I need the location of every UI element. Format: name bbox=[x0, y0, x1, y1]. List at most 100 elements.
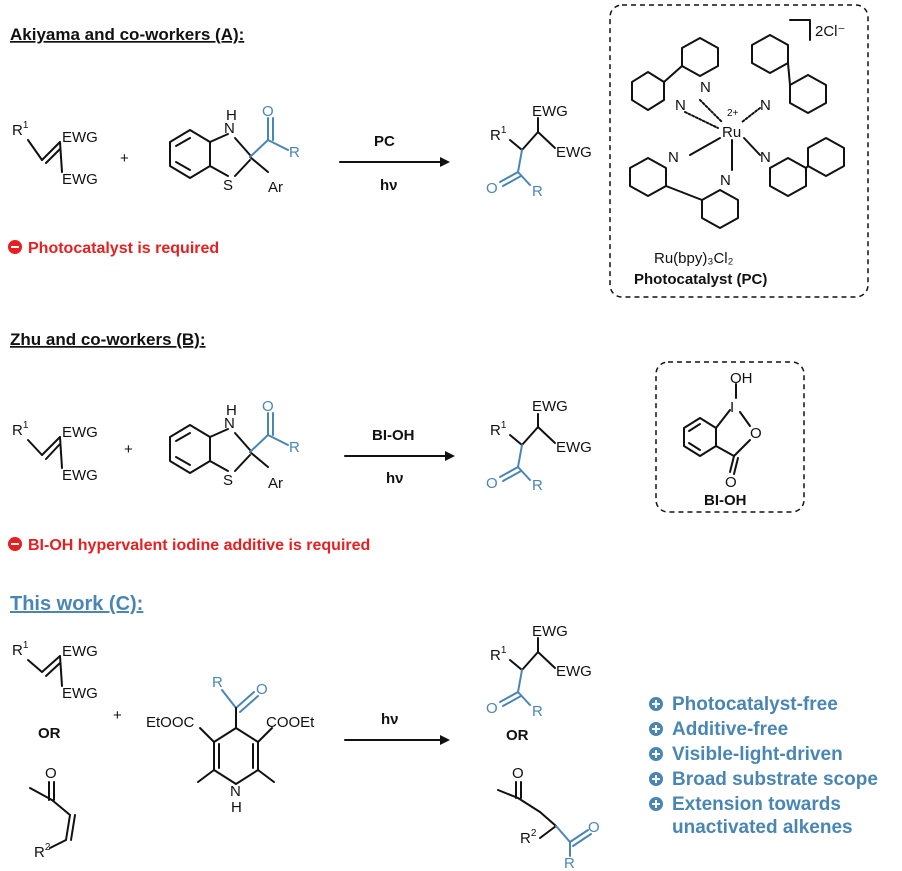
svg-text:O: O bbox=[256, 681, 268, 698]
section-b-title: Zhu and co-workers (B): bbox=[10, 330, 206, 349]
or-right: OR bbox=[506, 727, 529, 744]
svg-text:H: H bbox=[226, 402, 237, 419]
svg-text:EWG: EWG bbox=[62, 424, 98, 441]
svg-text:EWG: EWG bbox=[532, 623, 568, 640]
svg-text:R1: R1 bbox=[490, 125, 507, 144]
product-b: R1 EWG EWG O R bbox=[486, 398, 592, 494]
svg-text:N: N bbox=[720, 172, 731, 189]
svg-text:EWG: EWG bbox=[62, 467, 98, 484]
catalyst-formula: Ru(bpy)₃Cl₂ bbox=[654, 250, 734, 267]
svg-text:O: O bbox=[588, 819, 600, 836]
svg-text:+: + bbox=[124, 441, 133, 458]
reagent-hv-a: hν bbox=[380, 177, 398, 194]
svg-text:S: S bbox=[223, 177, 233, 194]
svg-text:EWG: EWG bbox=[62, 129, 98, 146]
svg-text:+: + bbox=[113, 707, 122, 724]
svg-text:unactivated alkenes: unactivated alkenes bbox=[672, 817, 853, 838]
ru-bpy-structure: 2Cl⁻ N N N Ru 2+ N N N Ru(bpy)₃Cl₂ Photo… bbox=[629, 19, 845, 288]
svg-text:R: R bbox=[289, 439, 300, 456]
svg-text:R2: R2 bbox=[34, 842, 51, 861]
feature-item: Broad substrate scope bbox=[649, 769, 878, 790]
svg-text:EWG: EWG bbox=[532, 103, 568, 120]
svg-text:N: N bbox=[230, 783, 241, 800]
svg-text:O: O bbox=[512, 765, 524, 782]
svg-text:R: R bbox=[564, 855, 575, 871]
svg-text:Ru: Ru bbox=[722, 124, 741, 141]
svg-text:OH: OH bbox=[730, 370, 753, 387]
reagent-bioh: BI-OH bbox=[372, 427, 415, 444]
svg-text:O: O bbox=[486, 700, 498, 717]
svg-text:EWG: EWG bbox=[532, 398, 568, 415]
plus-sign: + bbox=[120, 150, 129, 167]
svg-text:O: O bbox=[750, 425, 762, 442]
or-left: OR bbox=[38, 725, 61, 742]
svg-text:Ar: Ar bbox=[268, 179, 283, 196]
section-c-title: This work (C): bbox=[10, 593, 143, 615]
svg-text:EWG: EWG bbox=[62, 685, 98, 702]
svg-text:EWG: EWG bbox=[556, 439, 592, 456]
svg-text:2Cl⁻: 2Cl⁻ bbox=[815, 23, 845, 40]
bioh-structure: I OH O O BI-OH bbox=[683, 370, 762, 509]
reagent-hv-c: hν bbox=[381, 711, 399, 728]
warning-b: BI-OH hypervalent iodine additive is req… bbox=[8, 537, 370, 554]
enone-reactant-c: O R2 bbox=[29, 765, 76, 861]
section-a-title: Akiyama and co-workers (A): bbox=[10, 25, 244, 44]
alkene-reactant-c: R1 EWG EWG bbox=[12, 640, 98, 702]
feature-item: Additive-free bbox=[649, 719, 788, 740]
reagent-hv-b: hν bbox=[386, 470, 404, 487]
svg-text:EtOOC: EtOOC bbox=[146, 714, 195, 731]
svg-text:O: O bbox=[486, 475, 498, 492]
svg-text:O: O bbox=[262, 103, 274, 120]
svg-text:R1: R1 bbox=[12, 420, 29, 439]
feature-item: Extension towards unactivated alkenes bbox=[649, 794, 853, 838]
svg-text:R: R bbox=[532, 703, 543, 720]
svg-text:N: N bbox=[760, 149, 771, 166]
features-list: Photocatalyst-free Additive-free Visible… bbox=[649, 694, 878, 838]
svg-text:H: H bbox=[226, 107, 237, 124]
svg-text:Broad substrate scope: Broad substrate scope bbox=[672, 769, 878, 790]
product-a: R1 EWG EWG O R bbox=[486, 103, 592, 200]
svg-text:O: O bbox=[725, 474, 737, 491]
svg-text:R: R bbox=[532, 477, 543, 494]
svg-text:Visible-light-driven: Visible-light-driven bbox=[672, 744, 843, 765]
product-c1: R1 EWG EWG O R bbox=[486, 623, 592, 720]
svg-text:EWG: EWG bbox=[62, 171, 98, 188]
svg-text:R: R bbox=[532, 183, 543, 200]
warning-a: Photocatalyst is required bbox=[8, 240, 219, 257]
r1-label: R1 bbox=[12, 120, 29, 139]
svg-text:Additive-free: Additive-free bbox=[672, 719, 788, 740]
reagent-pc: PC bbox=[374, 133, 395, 150]
svg-text:N: N bbox=[700, 79, 711, 96]
svg-text:Photocatalyst-free: Photocatalyst-free bbox=[672, 694, 838, 715]
svg-text:R1: R1 bbox=[490, 420, 507, 439]
svg-text:N: N bbox=[224, 120, 235, 137]
bioh-label: BI-OH bbox=[704, 492, 747, 509]
svg-text:COOEt: COOEt bbox=[266, 714, 315, 731]
alkene-reactant-a: R1 EWG EWG bbox=[12, 120, 98, 188]
svg-text:Photocatalyst is required: Photocatalyst is required bbox=[28, 240, 219, 257]
svg-text:O: O bbox=[486, 180, 498, 197]
svg-text:S: S bbox=[223, 472, 233, 489]
svg-text:Extension towards: Extension towards bbox=[672, 794, 841, 815]
svg-text:R1: R1 bbox=[490, 645, 507, 664]
svg-text:Ar: Ar bbox=[268, 475, 283, 492]
svg-text:H: H bbox=[231, 799, 242, 816]
svg-text:I: I bbox=[730, 399, 734, 416]
svg-text:N: N bbox=[760, 97, 771, 114]
svg-text:R: R bbox=[289, 144, 300, 161]
svg-text:EWG: EWG bbox=[62, 643, 98, 660]
svg-text:O: O bbox=[262, 398, 274, 415]
svg-text:BI-OH hypervalent iodine addit: BI-OH hypervalent iodine additive is req… bbox=[28, 537, 370, 554]
hantzsch-ester-reactant: R O EtOOC COOEt N H bbox=[146, 674, 315, 816]
feature-item: Photocatalyst-free bbox=[649, 694, 838, 715]
svg-text:R: R bbox=[212, 674, 223, 691]
alkene-reactant-b: R1 EWG EWG bbox=[12, 420, 98, 484]
feature-item: Visible-light-driven bbox=[649, 744, 843, 765]
photocatalyst-box bbox=[609, 4, 869, 298]
svg-text:N: N bbox=[675, 97, 686, 114]
svg-text:2+: 2+ bbox=[727, 108, 739, 119]
svg-text:N: N bbox=[224, 415, 235, 432]
svg-text:N: N bbox=[668, 149, 679, 166]
benzothiazoline-reactant-b: N H S Ar O R bbox=[169, 398, 300, 492]
